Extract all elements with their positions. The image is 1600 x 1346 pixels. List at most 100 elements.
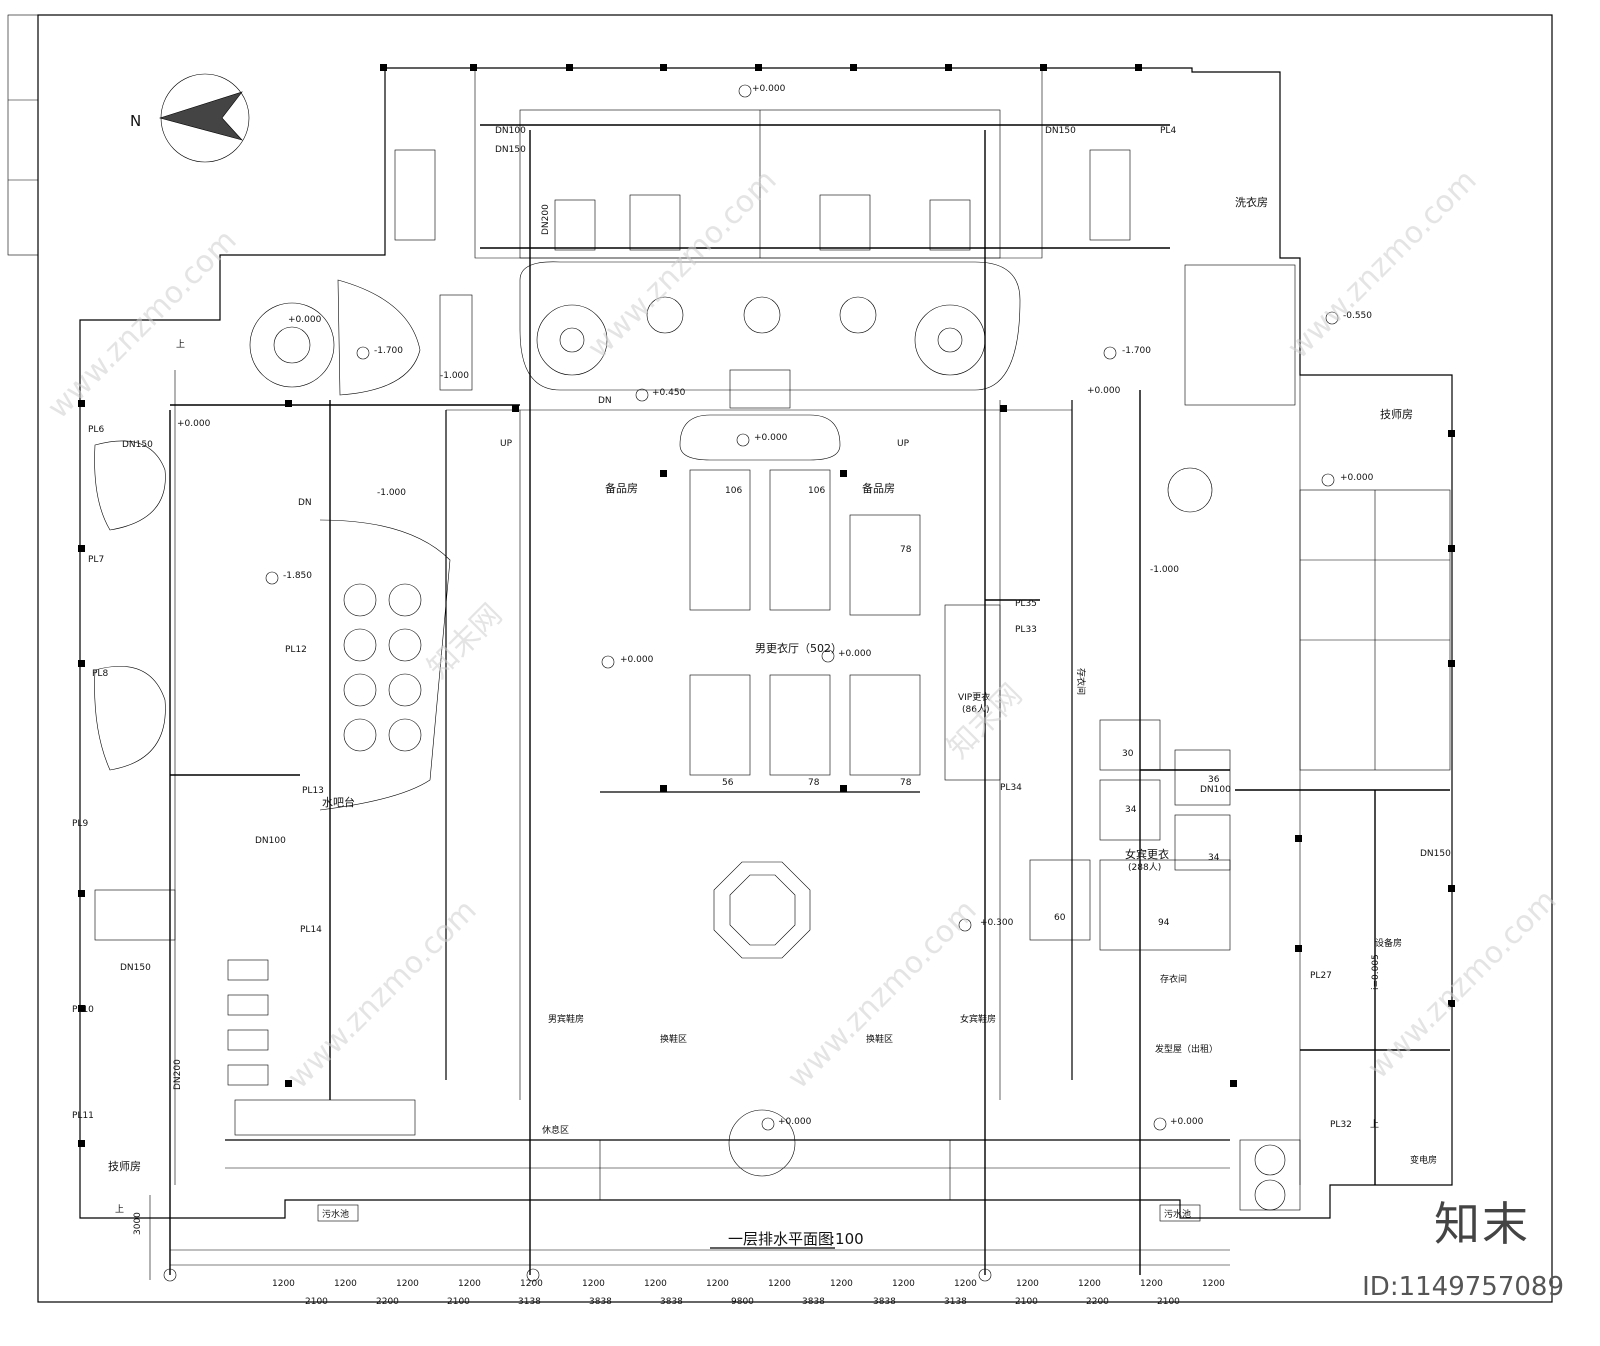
level-4: -1.000	[440, 371, 469, 381]
dim-bottom-1: 2200	[376, 1297, 399, 1307]
left-pools	[94, 279, 473, 771]
dim-bottom-8: 3838	[873, 1297, 896, 1307]
label-salon: 发型屋（出租）	[1155, 1043, 1218, 1055]
slope-note: i=0.005	[1371, 954, 1381, 990]
pipe-0: DN100	[495, 126, 526, 136]
pipe-6: DN200	[173, 1059, 183, 1090]
north-arrow-icon: N	[130, 73, 250, 163]
locker-count-11: 94	[1158, 918, 1170, 928]
locker-count-2: 78	[900, 545, 912, 555]
dim-top-13: 1200	[1078, 1279, 1101, 1289]
pipe-3: DN150	[122, 440, 153, 450]
lounge-tables	[319, 519, 451, 811]
dim-top-0: 1200	[272, 1279, 295, 1289]
stair-up-4: 上	[1370, 1119, 1379, 1130]
pipe-labels: DN100 DN150 DN200 DN150 DN100 DN150 DN20…	[120, 126, 1451, 1090]
watermark-6: www.znzmo.com	[1361, 883, 1564, 1086]
dim-bottom-11: 2200	[1086, 1297, 1109, 1307]
upper-suites	[394, 109, 1131, 259]
title-strip	[7, 14, 39, 256]
level-15: +0.000	[1087, 386, 1121, 396]
dim-bottom-0: 2100	[305, 1297, 328, 1307]
level-1: +0.000	[288, 315, 322, 325]
label-rest-area: 休息区	[542, 1124, 569, 1136]
stair-up-5: 上	[115, 1204, 124, 1215]
stair-dn-1: DN	[598, 396, 612, 406]
watermark-1: www.znzmo.com	[41, 223, 244, 426]
watermark-7: 知末网	[421, 597, 509, 685]
dim-bottom-5: 3838	[660, 1297, 683, 1307]
label-tech-room-left: 技师房	[108, 1160, 141, 1173]
pipe-tag-pl35: PL35	[1015, 599, 1037, 609]
label-shoe-area-left: 换鞋区	[660, 1033, 687, 1045]
pipe-9: DN150	[1420, 849, 1451, 859]
brand-id: ID:1149757089	[1362, 1272, 1564, 1302]
right-rooms	[1167, 264, 1451, 1211]
level-12: -0.550	[1343, 311, 1372, 321]
label-vip-locker: VIP更衣	[958, 691, 990, 703]
pipe-tag-pl6: PL6	[88, 425, 104, 435]
dim-bottom-3: 3138	[518, 1297, 541, 1307]
dim-bottom-4: 3838	[589, 1297, 612, 1307]
label-coat-storage: 存衣间	[1075, 668, 1087, 695]
dim-top-9: 1200	[830, 1279, 853, 1289]
dim-bottom-2: 2100	[447, 1297, 470, 1307]
columns	[78, 64, 1455, 1147]
drawing-scale: :100	[830, 1230, 864, 1248]
stair-labels: UP UP DN DN 上 上 上	[115, 339, 1379, 1215]
stair-up-2: UP	[897, 439, 910, 449]
dim-top-11: 1200	[954, 1279, 977, 1289]
north-label: N	[130, 112, 141, 130]
massage-beds	[94, 889, 416, 1136]
drain-pipes	[169, 124, 1450, 1275]
dims-top: 1200 1200 1200 1200 1200 1200 1200 1200 1200 1200…	[272, 1279, 1225, 1289]
level-2: +0.000	[177, 419, 211, 429]
label-coat-storage-2: 存衣间	[1160, 973, 1187, 985]
locker-count-0: 106	[725, 486, 742, 496]
level-7: +0.000	[754, 433, 788, 443]
label-equipment: 设备房	[1375, 937, 1402, 949]
sewage-tank-right: 污水池	[1164, 1208, 1191, 1220]
elevation-markers: +0.000 +0.000 +0.000 -1.700 -1.000 -1.00…	[177, 84, 1374, 1131]
level-16: +0.300	[980, 918, 1014, 928]
level-17: +0.000	[778, 1117, 812, 1127]
level-6: +0.450	[652, 388, 686, 398]
watermark-3: www.znzmo.com	[1281, 163, 1484, 366]
dim-top-7: 1200	[706, 1279, 729, 1289]
pipe-tag-pl7: PL7	[88, 555, 104, 565]
level-3: -1.700	[374, 346, 403, 356]
watermark-4: www.znzmo.com	[281, 893, 484, 1096]
dim-bottom-10: 2100	[1015, 1297, 1038, 1307]
label-tech-room-right: 技师房	[1380, 408, 1413, 421]
dim-top-4: 1200	[520, 1279, 543, 1289]
dim-bottom-9: 3138	[944, 1297, 967, 1307]
level-18: +0.000	[1170, 1117, 1204, 1127]
stair-up-1: UP	[500, 439, 513, 449]
pipe-5: DN150	[120, 963, 151, 973]
label-power-room: 变电房	[1410, 1154, 1437, 1166]
pipe-tag-pl11: PL11	[72, 1111, 94, 1121]
dim-top-1: 1200	[334, 1279, 357, 1289]
label-vip-count: (86人)	[962, 704, 989, 715]
dim-top-14: 1200	[1140, 1279, 1163, 1289]
level-10: +0.000	[838, 649, 872, 659]
dim-top-2: 1200	[396, 1279, 419, 1289]
pipe-tag-pl12: PL12	[285, 645, 307, 655]
locker-count-5: 78	[900, 778, 912, 788]
pipe-8: DN100	[1200, 785, 1231, 795]
label-shoe-area-right: 换鞋区	[866, 1033, 893, 1045]
level-0: +0.000	[752, 84, 786, 94]
pipe-tag-pl4: PL4	[1160, 126, 1176, 136]
stair-dn-2: DN	[298, 498, 312, 508]
locker-count-6: 30	[1122, 749, 1134, 759]
stair-up-3: 上	[176, 339, 185, 350]
pipe-1: DN150	[495, 145, 526, 155]
dimension-lines	[149, 1195, 1230, 1282]
locker-counts: 106 106 78 56 78 78 30 36 34 34 60 94	[722, 486, 1220, 928]
dim-top-15: 1200	[1202, 1279, 1225, 1289]
label-storage-left: 备品房	[605, 481, 638, 495]
dim-bottom-12: 2100	[1157, 1297, 1180, 1307]
locker-count-9: 34	[1208, 853, 1220, 863]
pipe-4: DN100	[255, 836, 286, 846]
